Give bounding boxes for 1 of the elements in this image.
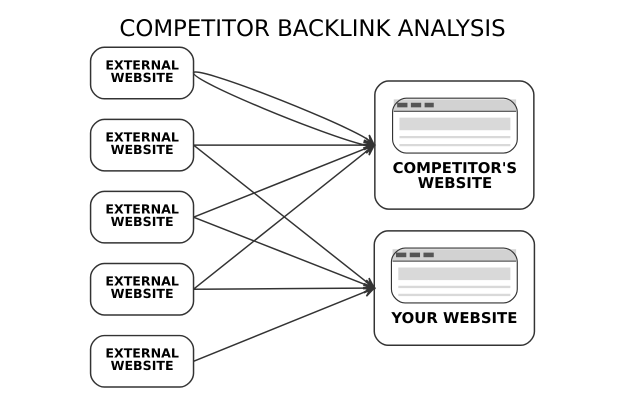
diagram-title: COMPETITOR BACKLINK ANALYSIS (118, 16, 506, 42)
